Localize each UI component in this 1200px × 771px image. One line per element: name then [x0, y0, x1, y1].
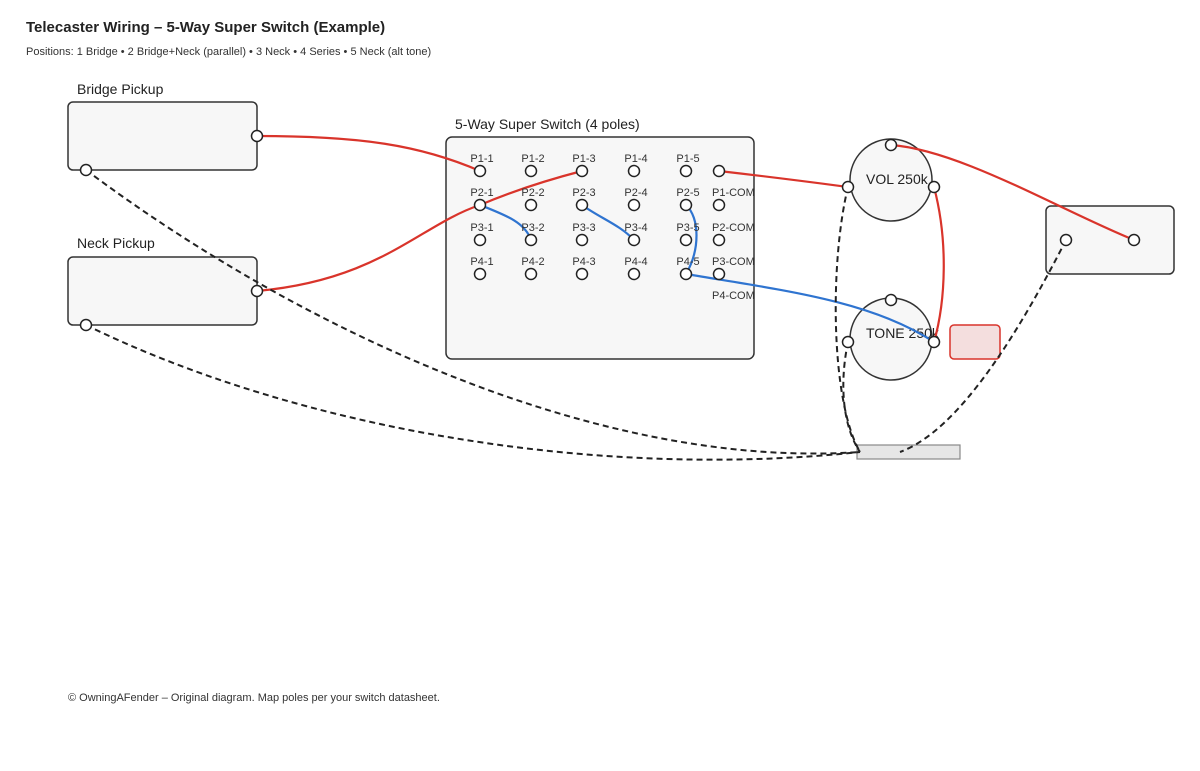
jack-ground-wire [899, 239, 1067, 453]
pin-label-p2-5: P2-5 [676, 187, 699, 199]
volume-to-jack-wire [890, 143, 1135, 242]
pin-p2-5 [679, 198, 693, 212]
bridge-pickup-body [67, 101, 258, 171]
pin-label-p3-5: P3-5 [676, 222, 699, 234]
bridge-hot-terminal [250, 129, 264, 143]
pin-label-p1-com: P1-COM [712, 187, 755, 199]
pin-label-p3-4: P3-4 [624, 222, 647, 234]
volume-pot-label: VOL 250k [866, 171, 929, 187]
volume-lug-left [841, 180, 855, 194]
neck-pickup-label: Neck Pickup [77, 235, 155, 251]
pin-p2-2 [524, 198, 538, 212]
pin-label-p2-com: P2-COM [712, 222, 755, 234]
pin-p1-com [712, 164, 726, 178]
jack-sleeve-terminal [1059, 233, 1073, 247]
pin-p3-1 [473, 233, 487, 247]
pin-label-p1-4: P1-4 [624, 153, 647, 165]
pin-p4-2 [524, 267, 538, 281]
super-switch: 5-Way Super Switch (4 poles) [445, 116, 755, 360]
pin-label-p4-4: P4-4 [624, 256, 647, 268]
bridge-pickup: Bridge Pickup [67, 81, 258, 171]
tone-lug-right [927, 335, 941, 349]
volume-ground-wire [834, 186, 861, 453]
tone-capacitor [949, 324, 1001, 360]
pin-p1-4 [627, 164, 641, 178]
neck-ground-terminal [79, 318, 93, 332]
neck-hot-terminal [250, 284, 264, 298]
pin-p1-2 [524, 164, 538, 178]
pin-label-p2-3: P2-3 [572, 187, 595, 199]
volume-lug-right [927, 180, 941, 194]
pin-p3-com [712, 233, 726, 247]
page-subtitle: Positions: 1 Bridge • 2 Bridge+Neck (par… [26, 46, 432, 58]
p2-1-to-p1-3-wire [479, 169, 583, 207]
volume-pot: VOL 250k [849, 138, 933, 222]
pin-p2-1 [473, 198, 487, 212]
pin-label-p2-1: P2-1 [470, 187, 493, 199]
pin-label-p4-5: P4-5 [676, 256, 699, 268]
pin-label-p4-com: P4-COM [712, 290, 755, 302]
pin-label-p1-3: P1-3 [572, 153, 595, 165]
bridge-ground-terminal [79, 163, 93, 177]
pin-p4-3 [575, 267, 589, 281]
tone-lug-left [841, 335, 855, 349]
pin-label-p2-2: P2-2 [521, 187, 544, 199]
switch-to-volume-wire [718, 169, 849, 189]
pin-p4-com [712, 267, 726, 281]
neck-pickup: Neck Pickup [67, 235, 258, 326]
switch-body [445, 136, 755, 360]
tone-ground-wire [842, 341, 861, 453]
tone-lug-top [884, 293, 898, 307]
bridge-pickup-label: Bridge Pickup [77, 81, 164, 97]
pin-label-p3-com: P3-COM [712, 256, 755, 268]
pin-label-p2-4: P2-4 [624, 187, 647, 199]
volume-lug-top [884, 138, 898, 152]
pin-label-p3-3: P3-3 [572, 222, 595, 234]
footer-credit: © OwningAFender – Original diagram. Map … [68, 692, 440, 704]
neck-ground-wire [85, 324, 861, 461]
pin-label-p3-1: P3-1 [470, 222, 493, 234]
pin-p1-1 [473, 164, 487, 178]
bridge-hot-wire [256, 134, 481, 173]
pin-p3-5 [679, 233, 693, 247]
pin-p3-4 [627, 233, 641, 247]
neck-pickup-body [67, 256, 258, 326]
switch-label: 5-Way Super Switch (4 poles) [455, 116, 640, 132]
pin-p2-3 [575, 198, 589, 212]
pin-label-p3-2: P3-2 [521, 222, 544, 234]
pin-p2-4 [627, 198, 641, 212]
jack-tip-terminal [1127, 233, 1141, 247]
pin-p4-5 [679, 267, 693, 281]
output-jack [1045, 205, 1175, 275]
jumper-p4-5-to-tone [685, 272, 935, 343]
pin-p3-3 [575, 233, 589, 247]
pin-p1-5 [679, 164, 693, 178]
neck-hot-wire [256, 203, 481, 293]
tone-pot-label: TONE 250k [866, 325, 940, 341]
pin-p1-3 [575, 164, 589, 178]
pin-label-p4-2: P4-2 [521, 256, 544, 268]
ground-bus [856, 444, 961, 460]
pin-p4-4 [627, 267, 641, 281]
pin-p4-1 [473, 267, 487, 281]
pin-label-p1-2: P1-2 [521, 153, 544, 165]
pin-label-p4-1: P4-1 [470, 256, 493, 268]
pin-p3-2 [524, 233, 538, 247]
pin-label-p4-3: P4-3 [572, 256, 595, 268]
pin-label-p1-1: P1-1 [470, 153, 493, 165]
page-title: Telecaster Wiring – 5-Way Super Switch (… [26, 19, 386, 36]
pin-p2-com [712, 198, 726, 212]
bridge-ground-wire [85, 169, 861, 455]
volume-to-tone-wire [932, 186, 945, 343]
pin-label-p1-5: P1-5 [676, 153, 699, 165]
